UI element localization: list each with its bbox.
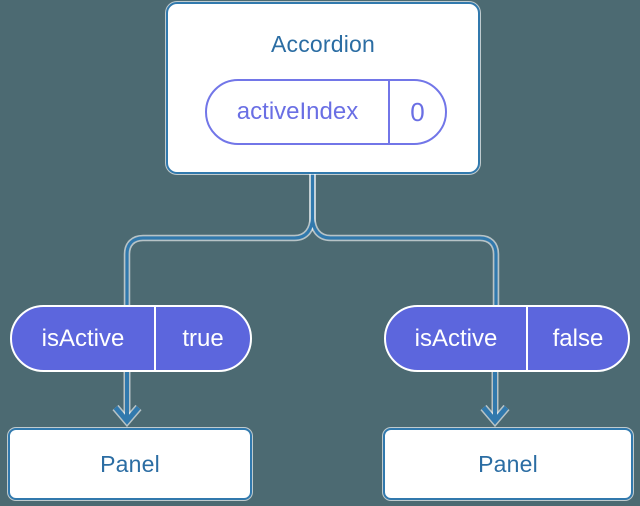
panel-node-title: Panel: [478, 450, 538, 477]
branch-connector-right-casing: [309, 174, 500, 306]
branch-connector-left: [125, 174, 315, 306]
arrow-right-head-casing: [480, 404, 510, 428]
prop-name-label: activeIndex: [207, 81, 390, 143]
state-name-label: isActive: [12, 307, 156, 370]
state-pill-left: isActive true: [10, 305, 252, 372]
arrow-right-head: [481, 405, 509, 425]
panel-node-left: Panel: [8, 428, 252, 500]
branch-connector-right: [310, 174, 498, 306]
panel-node-title: Panel: [100, 450, 160, 477]
prop-value-label: 0: [410, 96, 425, 127]
arrow-left-head-casing: [112, 404, 142, 428]
state-name-label: isActive: [386, 307, 528, 370]
state-pill-right: isActive false: [384, 305, 630, 372]
accordion-node-title: Accordion: [270, 31, 376, 57]
accordion-node: Accordion activeIndex 0: [166, 2, 480, 174]
branch-connector-left-casing: [123, 174, 316, 306]
state-value-label: true: [182, 324, 224, 352]
panel-node-right: Panel: [383, 428, 633, 500]
arrow-left-head: [113, 405, 141, 425]
state-value-label: false: [552, 324, 604, 352]
prop-pill-activeindex: activeIndex 0: [205, 79, 447, 145]
